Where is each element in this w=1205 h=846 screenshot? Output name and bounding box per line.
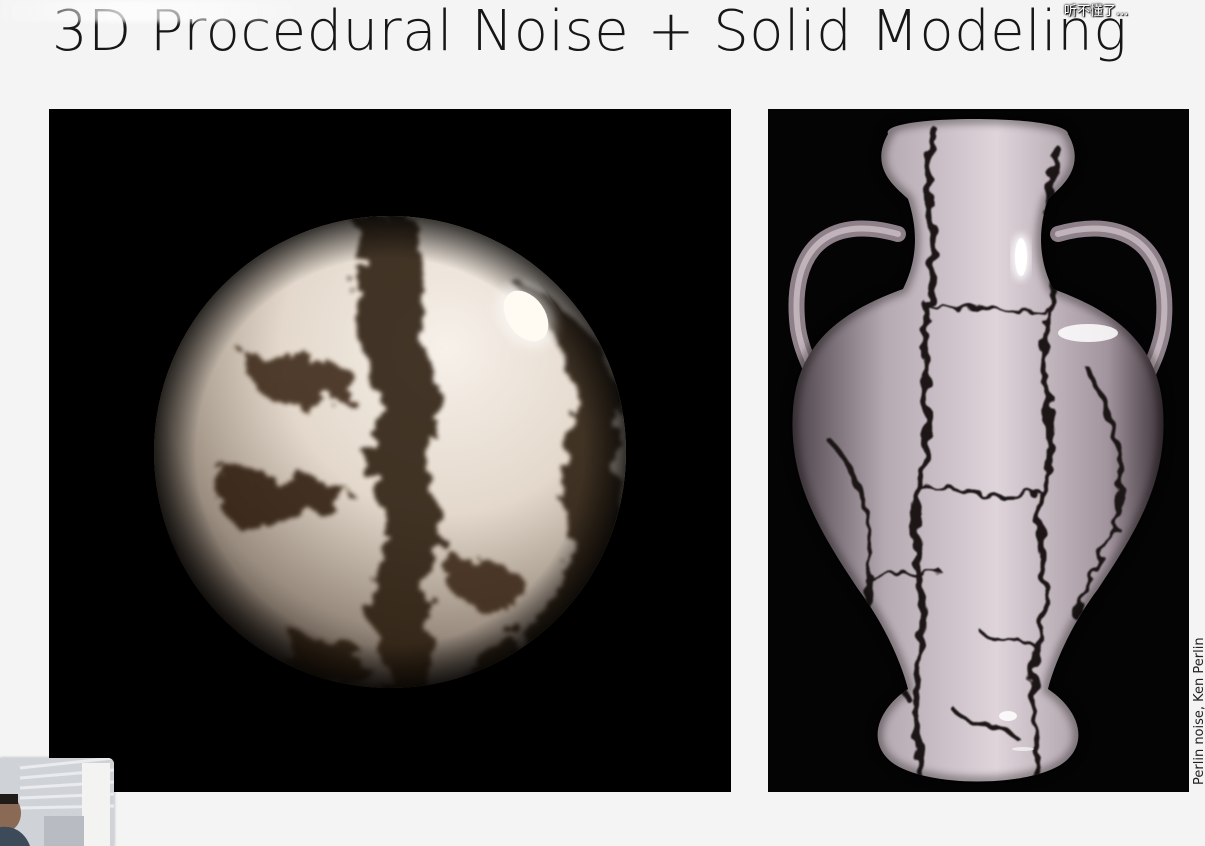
danmaku-comment: 听不懂了... — [1064, 4, 1129, 19]
title-overlay — [0, 0, 305, 22]
marble-sphere-image — [49, 109, 731, 792]
presenter-webcam — [0, 758, 114, 846]
marble-vase-svg — [768, 109, 1189, 792]
image-credit: Perlin noise, Ken Perlin — [1192, 637, 1205, 785]
webcam-frame — [0, 758, 114, 846]
marble-vase-image — [768, 109, 1189, 792]
marble-sphere-svg — [49, 109, 731, 792]
